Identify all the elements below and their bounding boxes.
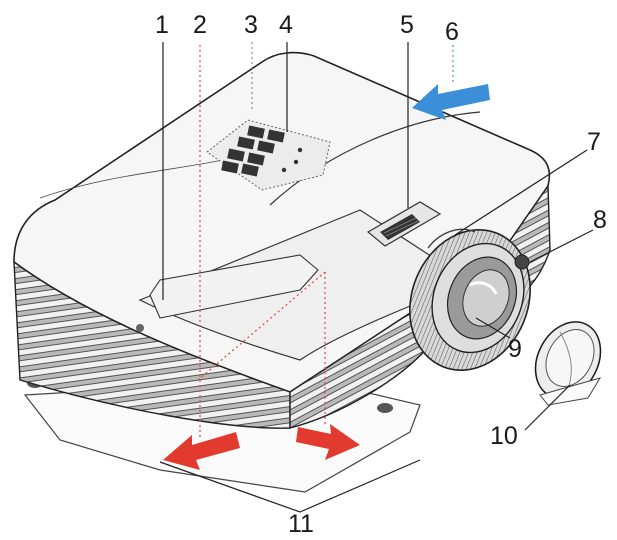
callout-10: 10	[490, 422, 518, 450]
panel-button	[247, 152, 265, 166]
panel-button	[267, 129, 285, 143]
callout-8: 8	[593, 206, 607, 234]
lamp-screw	[136, 324, 144, 332]
zoom-slider	[366, 201, 442, 247]
panel-led	[297, 147, 303, 153]
control-panel	[206, 119, 331, 191]
top-crease	[269, 111, 481, 206]
panel-button	[221, 160, 239, 174]
ir-receiver	[514, 254, 530, 270]
lens-assembly	[409, 228, 531, 372]
panel-button	[257, 140, 275, 154]
arrow-red-icon	[163, 432, 240, 470]
panel-button	[227, 148, 245, 162]
callout-3: 3	[244, 11, 258, 39]
lens-cap	[534, 321, 602, 406]
arrow-red-icon	[296, 424, 360, 460]
lamp-cover	[149, 254, 319, 319]
callout-5: 5	[400, 11, 414, 39]
foot-right	[377, 403, 393, 413]
callout-6: 6	[445, 18, 459, 46]
callout-7: 7	[587, 128, 601, 156]
panel-led	[281, 167, 287, 173]
leader-lines	[159, 42, 594, 513]
callout-11: 11	[288, 510, 314, 538]
lens-cap-shadow	[539, 377, 602, 406]
panel-button	[241, 163, 259, 177]
panel-button	[237, 136, 255, 150]
callout-2: 2	[193, 11, 207, 39]
panel-led	[293, 159, 299, 165]
arrow-blue-icon	[412, 84, 490, 120]
panel-button	[247, 125, 265, 139]
callout-1: 1	[155, 11, 169, 39]
callout-4: 4	[279, 11, 293, 39]
callout-9: 9	[508, 335, 522, 363]
